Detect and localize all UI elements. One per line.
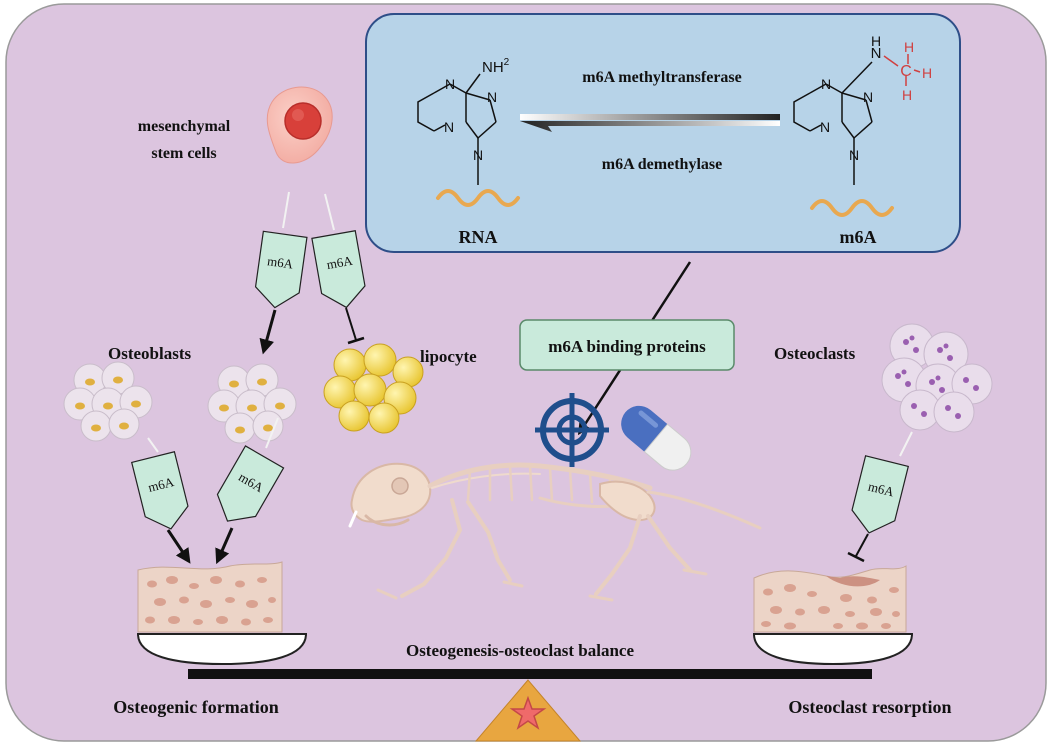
pen-label: m6A	[146, 474, 175, 495]
balance-scale	[136, 633, 914, 742]
osteoblast-cluster-left	[63, 361, 153, 442]
m6a-pen-formation-left: m6A	[130, 437, 191, 564]
osteoblasts-label: Osteoblasts	[108, 344, 192, 363]
methyl-carbon: C	[900, 63, 912, 80]
formation-label: Osteogenic formation	[113, 697, 278, 717]
star-icon	[509, 695, 547, 730]
mouse-skeleton	[348, 462, 762, 602]
m6a-pen-lipocyte-inhibit: m6A	[311, 193, 366, 345]
methyl-h-bottom: H	[902, 87, 912, 103]
demethylase-label: m6A demethylase	[602, 156, 722, 173]
bone-block-formation	[137, 561, 283, 633]
pen-label: m6A	[325, 253, 354, 272]
osteoclasts-label: Osteoclasts	[774, 344, 856, 363]
osteoblast-cluster-right	[207, 363, 297, 444]
reverse-arrow	[520, 121, 780, 132]
scale-beam	[188, 669, 872, 679]
target-icon	[535, 393, 609, 467]
m6a-structure	[793, 61, 873, 185]
osteoclast-cluster	[881, 323, 993, 433]
n-atom-left-1: N	[445, 76, 455, 92]
pen-label: m6A	[266, 253, 294, 272]
n-atom-left-3: N	[487, 89, 497, 105]
forward-arrow	[520, 114, 780, 120]
n-atom-right-2: N	[820, 119, 830, 135]
m6a-pen-osteoblast-promote: m6A	[254, 191, 308, 355]
n-atom-right-1: N	[821, 76, 831, 92]
methyl-nh-h: H	[871, 33, 881, 49]
n-atom-left-4: N	[473, 147, 483, 163]
rna-wave-left	[436, 189, 520, 207]
n-atom-right-3: N	[863, 89, 873, 105]
pen-label: m6A	[867, 479, 896, 500]
m6a-label: m6A	[840, 227, 877, 247]
lipocyte-label: lipocyte	[420, 347, 477, 366]
binding-proteins-box	[519, 319, 735, 371]
bone-block-resorption	[753, 565, 907, 633]
msc-label-line1: mesenchymal	[138, 118, 231, 135]
amine-group: NH2	[482, 57, 510, 76]
m6a-pen-formation-right: m6A	[215, 417, 285, 565]
methyl-h-top: H	[904, 39, 914, 55]
reaction-panel: N N N N NH2 RNA m6A methyltransferase m6…	[365, 13, 961, 253]
m6a-pen-resorption-inhibit: m6A	[847, 431, 913, 563]
n-atom-left-2: N	[444, 119, 454, 135]
lipocyte-cluster	[323, 343, 424, 434]
binding-proteins-label: m6A binding proteins	[548, 337, 706, 356]
balance-label: Osteogenesis-osteoclast balance	[406, 641, 635, 660]
methyl-h-right: H	[922, 65, 932, 81]
methyltransferase-label: m6A methyltransferase	[582, 69, 742, 86]
methyl-n-atom: N	[871, 45, 882, 62]
adenine-structure	[417, 73, 497, 185]
rna-label: RNA	[459, 227, 498, 247]
scale-pan-left	[136, 633, 308, 666]
scale-pan-right	[752, 633, 914, 666]
rna-wave-right	[810, 199, 894, 217]
n-atom-right-4: N	[849, 147, 859, 163]
reaction-box	[365, 13, 961, 253]
msc-label-line2: stem cells	[151, 145, 216, 162]
methyl-bonds	[883, 54, 921, 86]
mesenchymal-stem-cell	[266, 86, 333, 164]
capsule-icon	[621, 405, 692, 471]
resorption-label: Osteoclast resorption	[788, 697, 951, 717]
